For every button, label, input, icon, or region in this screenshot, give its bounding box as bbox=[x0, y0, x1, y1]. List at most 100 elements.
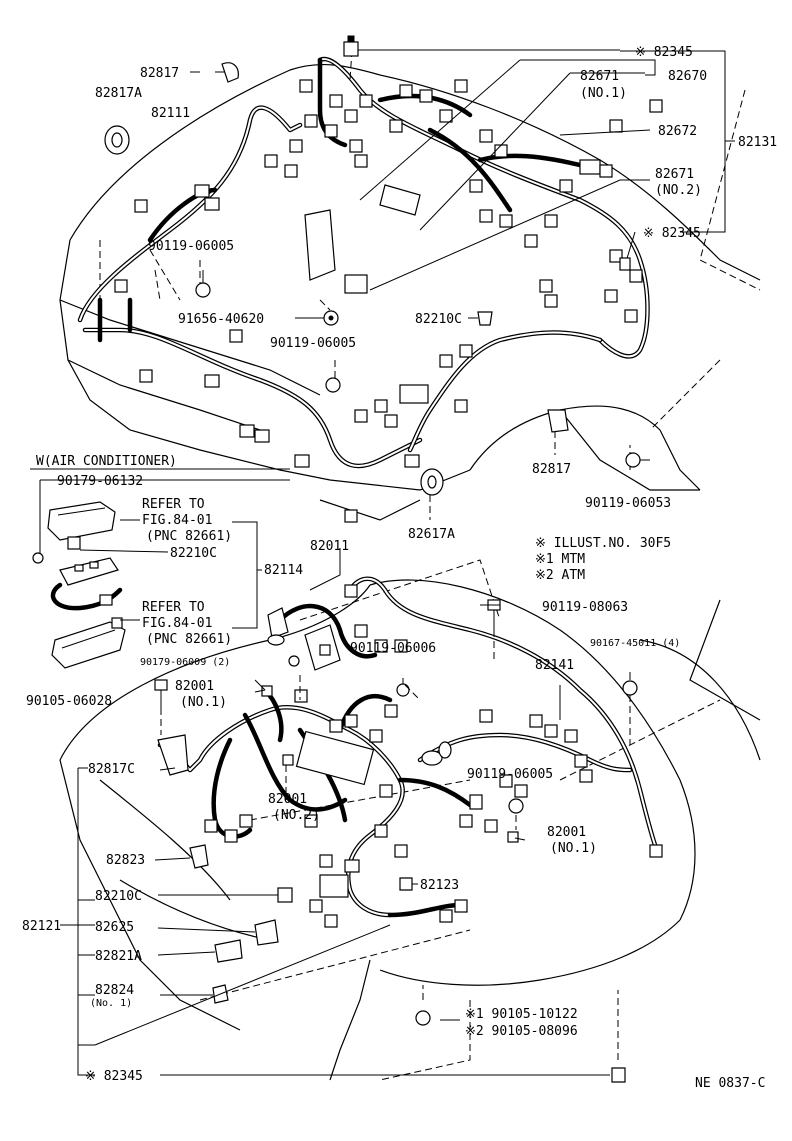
label-82817A-top: 82817A bbox=[95, 86, 142, 101]
refer-1-line1: REFER TO bbox=[142, 497, 205, 512]
label-82001-no1-a-sub: (NO.1) bbox=[180, 695, 227, 710]
label-82111: 82111 bbox=[151, 106, 190, 121]
lower-labels: 82011 90119-08063 90167-45011 (4) 90179-… bbox=[22, 539, 765, 1091]
label-90119-06005-b: 90119-06005 bbox=[270, 336, 356, 351]
label-82001-no1-b-sub: (NO.1) bbox=[550, 841, 597, 856]
clip-icon-82123 bbox=[399, 877, 413, 891]
clamp-icon-82817C bbox=[157, 734, 189, 776]
label-82001-no1-b: 82001 bbox=[547, 825, 586, 840]
grommet-icon-82817A bbox=[104, 125, 130, 155]
label-90179-06009: 90179-06009 (2) bbox=[140, 657, 230, 668]
bolt-icon-90167-45011 bbox=[622, 672, 638, 696]
harness-82121[interactable] bbox=[157, 584, 483, 928]
bracket-icon-82823 bbox=[189, 844, 209, 869]
label-82345-top: ※ 82345 bbox=[635, 45, 693, 60]
label-82210C-ac: 82210C bbox=[170, 546, 217, 561]
bolt-icon-90119-06006 bbox=[396, 678, 410, 697]
label-82817-right: 82817 bbox=[532, 462, 571, 477]
label-82625: 82625 bbox=[95, 920, 134, 935]
label-82345-bot: ※ 82345 bbox=[85, 1069, 143, 1084]
label-82121: 82121 bbox=[22, 919, 61, 934]
clip-icon-82001-no1-a bbox=[261, 685, 273, 697]
drawing-id: NE 0837-C bbox=[695, 1076, 765, 1091]
clamp-icon-82817 bbox=[221, 62, 239, 83]
label-82817C: 82817C bbox=[88, 762, 135, 777]
label-90119-08063: 90119-08063 bbox=[542, 600, 628, 615]
label-82001-no2-sub: (NO.2) bbox=[273, 808, 320, 823]
clip-icon-82210C-bot bbox=[277, 887, 293, 903]
bolt-icon-90119-06005-c bbox=[508, 798, 524, 814]
label-82210C-top: 82210C bbox=[415, 312, 462, 327]
label-82671-no2-sub: (NO.2) bbox=[655, 183, 702, 198]
label-82114: 82114 bbox=[264, 563, 303, 578]
top-labels: ※ 82345 82817 82817A 82111 82671 (NO.1) … bbox=[95, 45, 777, 542]
refer-2-line2: FIG.84-01 bbox=[142, 616, 212, 631]
refer-2-line3: (PNC 82661) bbox=[146, 632, 232, 647]
clamp-icon-82817-right bbox=[547, 409, 569, 433]
label-82821A: 82821A bbox=[95, 949, 142, 964]
clip-icon-82345-mid bbox=[619, 257, 631, 271]
label-82672: 82672 bbox=[658, 124, 697, 139]
harness-82131[interactable] bbox=[264, 56, 663, 453]
label-82824: 82824 bbox=[95, 983, 134, 998]
clip-icon-82345-top bbox=[343, 35, 359, 57]
nut-icon-90179-06009 bbox=[288, 655, 300, 667]
label-82671-no1: 82671 bbox=[580, 69, 619, 84]
label-82670: 82670 bbox=[668, 69, 707, 84]
bolt-icon-90119-06005-b bbox=[325, 377, 341, 393]
connector-icon-82821A bbox=[214, 939, 243, 963]
label-90167-45011: 90167-45011 (4) bbox=[590, 638, 680, 649]
refer-2-line1: REFER TO bbox=[142, 600, 205, 615]
label-82011: 82011 bbox=[310, 539, 349, 554]
refer-1-line2: FIG.84-01 bbox=[142, 513, 212, 528]
label-82131: 82131 bbox=[738, 135, 777, 150]
label-90119-06005-c: 90119-06005 bbox=[467, 767, 553, 782]
label-90105-08096: ※2 90105-08096 bbox=[465, 1024, 578, 1039]
bolt-icon-90119-06005-a bbox=[195, 270, 211, 298]
note-mtm: ※1 MTM bbox=[535, 552, 585, 567]
note-atm: ※2 ATM bbox=[535, 568, 585, 583]
bolt-icon-90105-06028 bbox=[154, 679, 168, 708]
grommet-icon-82617A bbox=[420, 468, 444, 496]
top-small-parts bbox=[104, 35, 650, 496]
lower-vehicle-body bbox=[59, 559, 761, 1081]
label-82001-no1-a: 82001 bbox=[175, 679, 214, 694]
label-90179-06132: 90179-06132 bbox=[57, 474, 143, 489]
clip-icon-82345-bot bbox=[611, 1067, 626, 1083]
clip-icon-82001-no2 bbox=[282, 754, 294, 766]
label-82345-mid: ※ 82345 bbox=[643, 226, 701, 241]
note-illust: ※ ILLUST.NO. 30F5 bbox=[535, 536, 671, 551]
label-82001-no2: 82001 bbox=[268, 792, 307, 807]
top-leaders bbox=[154, 49, 735, 520]
label-82824-sub: (No. 1) bbox=[90, 998, 132, 1009]
grommet-icon-91656 bbox=[323, 310, 339, 326]
label-90119-06006: 90119-06006 bbox=[350, 641, 436, 656]
label-82823: 82823 bbox=[106, 853, 145, 868]
lower-leaders bbox=[60, 548, 631, 1076]
air-conditioner-section: W(AIR CONDITIONER) 90179-06132 REFER TO … bbox=[30, 454, 303, 669]
connector-icon-82625 bbox=[254, 919, 279, 946]
label-90119-06053: 90119-06053 bbox=[585, 496, 671, 511]
harness-82111[interactable] bbox=[77, 105, 423, 523]
clip-icon-82210C-top bbox=[477, 311, 493, 326]
label-82671-no1-sub: (NO.1) bbox=[580, 86, 627, 101]
label-90105-06028: 90105-06028 bbox=[26, 694, 112, 709]
label-82141: 82141 bbox=[535, 658, 574, 673]
label-82617A: 82617A bbox=[408, 527, 455, 542]
lower-small-parts bbox=[154, 599, 638, 1083]
label-91656-40620: 91656-40620 bbox=[178, 312, 264, 327]
label-82671-no2: 82671 bbox=[655, 167, 694, 182]
label-82210C-bot: 82210C bbox=[95, 889, 142, 904]
clip-icon-82001-no1-b bbox=[507, 831, 519, 843]
bolt-icon-90119-06053 bbox=[625, 452, 650, 468]
section-title: W(AIR CONDITIONER) bbox=[36, 454, 177, 469]
label-82817-top: 82817 bbox=[140, 66, 179, 81]
harness-82141[interactable] bbox=[347, 576, 663, 858]
bolt-icon-90105-10122 bbox=[415, 1010, 431, 1026]
notes-block: ※ ILLUST.NO. 30F5 ※1 MTM ※2 ATM bbox=[535, 536, 671, 583]
refer-1-line3: (PNC 82661) bbox=[146, 529, 232, 544]
label-90119-06005-a: 90119-06005 bbox=[148, 239, 234, 254]
label-90105-10122: ※1 90105-10122 bbox=[465, 1007, 578, 1022]
